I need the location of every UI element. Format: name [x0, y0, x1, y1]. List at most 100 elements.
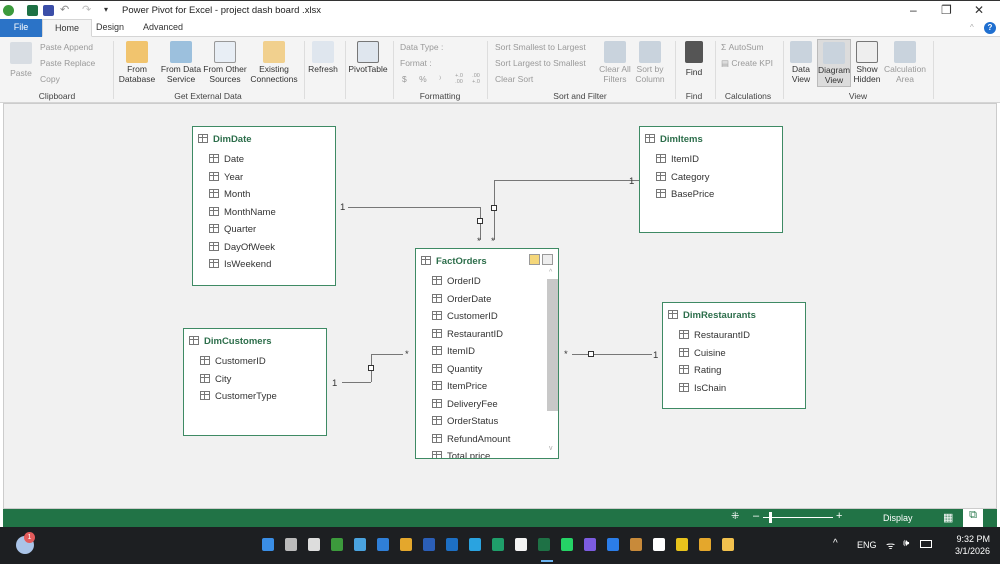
- restore-button[interactable]: ❐: [941, 3, 952, 17]
- scroll-down-icon[interactable]: v: [549, 445, 553, 452]
- minimize-button[interactable]: –: [910, 3, 917, 17]
- column-item[interactable]: IsWeekend: [209, 259, 271, 270]
- increase-decimal-button[interactable]: +.0 .00: [455, 73, 463, 85]
- table-title[interactable]: DimCustomers: [189, 336, 272, 347]
- diagram-view-icon[interactable]: ⧉: [963, 509, 983, 527]
- sort-ascending-button[interactable]: Sort Smallest to Largest: [495, 42, 586, 52]
- taskbar-firefox-icon[interactable]: [630, 538, 642, 551]
- clear-all-filters-button[interactable]: Clear All Filters: [598, 41, 632, 84]
- relationship-line[interactable]: [572, 354, 652, 355]
- fit-to-screen-icon[interactable]: ⁜: [731, 511, 740, 522]
- battery-icon[interactable]: [920, 540, 932, 548]
- column-item[interactable]: ItemID: [656, 154, 699, 165]
- language-indicator[interactable]: ENG: [857, 540, 877, 550]
- show-hidden-button[interactable]: Show Hidden: [853, 41, 881, 84]
- column-item[interactable]: RestaurantID: [679, 330, 750, 341]
- autosum-button[interactable]: Σ AutoSum: [721, 42, 764, 52]
- relationship-marker[interactable]: [491, 205, 497, 211]
- relationship-marker[interactable]: [368, 365, 374, 371]
- volume-icon[interactable]: 🕪: [903, 538, 910, 549]
- number-format-buttons[interactable]: $ % ⁾: [402, 74, 441, 85]
- copy-button[interactable]: Copy: [40, 74, 60, 84]
- column-item[interactable]: DayOfWeek: [209, 241, 275, 253]
- diagram-view-button[interactable]: Diagram View: [817, 39, 851, 87]
- column-item[interactable]: Cuisine: [679, 347, 726, 359]
- taskbar-app-icon[interactable]: [607, 538, 619, 551]
- percent-button[interactable]: %: [419, 74, 427, 84]
- create-hierarchy-icon[interactable]: [529, 254, 540, 265]
- column-item[interactable]: Year: [209, 171, 243, 183]
- sort-descending-button[interactable]: Sort Largest to Smallest: [495, 58, 586, 68]
- sort-by-column-button[interactable]: Sort by Column: [633, 41, 667, 84]
- column-item[interactable]: IsChain: [679, 382, 726, 394]
- taskbar-start-icon[interactable]: [262, 538, 274, 551]
- close-button[interactable]: ✕: [974, 3, 985, 17]
- column-item[interactable]: BasePrice: [656, 189, 714, 200]
- customize-quick-access-icon[interactable]: ▾: [104, 5, 109, 14]
- undo-icon[interactable]: ↶: [60, 4, 70, 16]
- column-item[interactable]: Quantity: [432, 363, 482, 375]
- currency-button[interactable]: $: [402, 74, 407, 84]
- relationship-line[interactable]: [494, 180, 639, 181]
- column-item[interactable]: CustomerID: [200, 356, 266, 367]
- tab-design[interactable]: Design: [96, 22, 125, 32]
- column-item[interactable]: OrderStatus: [432, 416, 498, 427]
- taskbar-search-icon[interactable]: [285, 538, 297, 551]
- column-item[interactable]: Category: [656, 171, 710, 183]
- paste-button[interactable]: Paste: [8, 42, 34, 79]
- wifi-icon[interactable]: ᯤ: [886, 541, 896, 552]
- table-title[interactable]: DimDate: [198, 134, 252, 145]
- column-item[interactable]: CustomerType: [200, 391, 277, 402]
- relationship-marker[interactable]: [477, 218, 483, 224]
- redo-icon[interactable]: ↷: [82, 4, 92, 16]
- from-other-sources-button[interactable]: From Other Sources: [203, 41, 247, 84]
- column-item[interactable]: Quarter: [209, 224, 256, 235]
- taskbar-task-view-icon[interactable]: [308, 538, 320, 551]
- taskbar-excel-icon[interactable]: [538, 538, 550, 551]
- taskbar-chrome-icon[interactable]: [400, 538, 412, 551]
- data-view-button[interactable]: Data View: [787, 41, 815, 84]
- help-icon[interactable]: ?: [984, 22, 996, 34]
- taskbar-app-icon[interactable]: [354, 538, 366, 551]
- column-item[interactable]: ItemPrice: [432, 381, 487, 392]
- taskbar-notepad-icon[interactable]: [653, 538, 665, 551]
- column-item[interactable]: Rating: [679, 365, 721, 376]
- column-item[interactable]: RefundAmount: [432, 433, 510, 445]
- table-title[interactable]: DimItems: [645, 134, 703, 145]
- column-item[interactable]: DeliveryFee: [432, 398, 498, 410]
- zoom-out-button[interactable]: –: [753, 510, 760, 522]
- maximize-table-icon[interactable]: [542, 254, 553, 265]
- paste-replace-button[interactable]: Paste Replace: [40, 58, 96, 68]
- column-item[interactable]: Total price: [432, 451, 490, 458]
- zoom-in-button[interactable]: +: [836, 510, 843, 522]
- calculation-area-button[interactable]: Calculation Area: [883, 41, 927, 84]
- existing-connections-button[interactable]: Existing Connections: [249, 41, 299, 84]
- taskbar-chrome-icon[interactable]: [699, 538, 711, 551]
- taskbar-app-icon[interactable]: [331, 538, 343, 551]
- save-icon[interactable]: [43, 5, 54, 16]
- comma-button[interactable]: ⁾: [439, 74, 442, 84]
- column-item[interactable]: MonthName: [209, 206, 276, 218]
- column-item[interactable]: Month: [209, 189, 250, 200]
- table-title[interactable]: FactOrders: [421, 256, 487, 267]
- taskbar-store-icon[interactable]: [515, 538, 527, 551]
- relationship-line[interactable]: [348, 207, 480, 208]
- taskbar-app-icon[interactable]: [584, 538, 596, 551]
- pivottable-button[interactable]: PivotTable: [348, 41, 388, 75]
- scroll-up-icon[interactable]: ^: [549, 269, 553, 276]
- relationship-line[interactable]: [342, 382, 371, 383]
- column-item[interactable]: CustomerID: [432, 311, 498, 322]
- show-hidden-icons[interactable]: ^: [833, 538, 838, 549]
- taskbar-whatsapp-icon[interactable]: [561, 538, 573, 551]
- taskbar-edge-icon[interactable]: [492, 538, 504, 551]
- from-data-service-button[interactable]: From Data Service: [160, 41, 202, 84]
- paste-append-button[interactable]: Paste Append: [40, 42, 93, 52]
- column-item[interactable]: RestaurantID: [432, 328, 503, 340]
- scrollbar-thumb[interactable]: [547, 279, 558, 411]
- column-item[interactable]: OrderID: [432, 276, 481, 287]
- column-item[interactable]: ItemID: [432, 346, 475, 357]
